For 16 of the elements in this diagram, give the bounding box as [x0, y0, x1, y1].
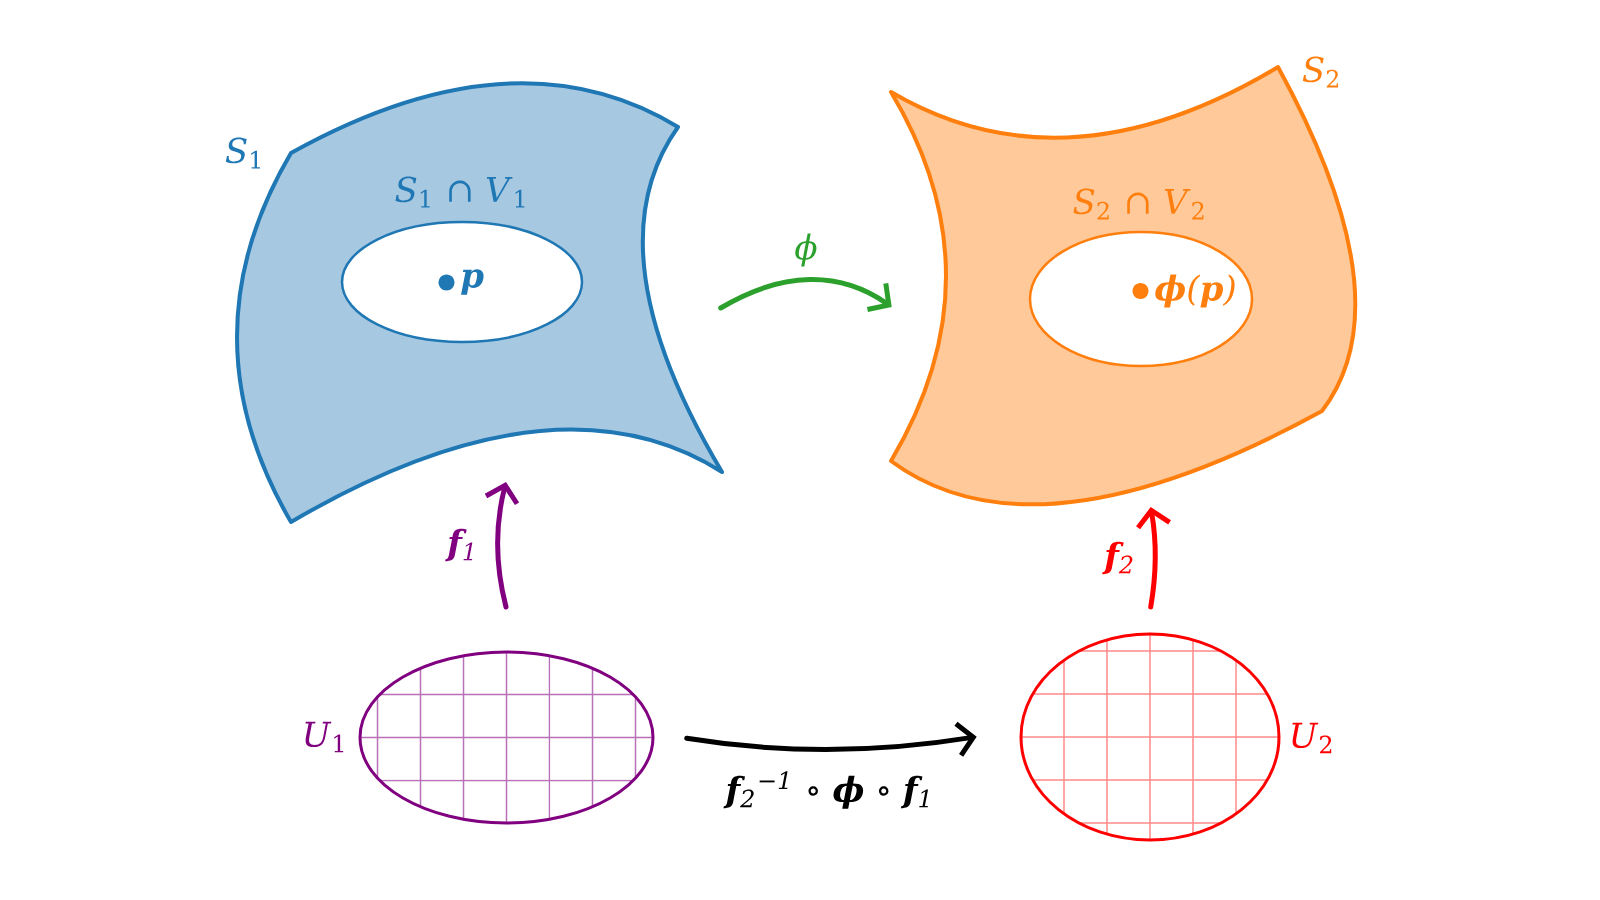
edge-label: f$_{1}$	[445, 528, 473, 562]
domain-label: U$_{1}$	[305, 721, 344, 753]
surface-label: S$_{1}$	[225, 137, 260, 169]
domain-label: U$_{2}$	[1292, 722, 1332, 754]
edge-label: ϕ	[795, 233, 817, 267]
arrow	[684, 721, 977, 757]
region-label: S$_{2}$ ∩ V$_{2}$	[1073, 188, 1204, 220]
region-label: S$_{1}$ ∩ V$_{1}$	[395, 176, 525, 208]
arrow	[1136, 507, 1171, 610]
edge-label: f$_{2}$	[1102, 541, 1133, 575]
surface-label: S$_{2}$	[1302, 56, 1339, 88]
point-label: ϕ(p)	[1155, 274, 1235, 308]
edge-label: f$_{2}$$^{−1}$ ∘ ϕ ∘ f$_{1}$	[723, 771, 929, 809]
arrow	[718, 277, 892, 312]
arrow	[484, 482, 520, 610]
point-label: p	[461, 269, 484, 295]
